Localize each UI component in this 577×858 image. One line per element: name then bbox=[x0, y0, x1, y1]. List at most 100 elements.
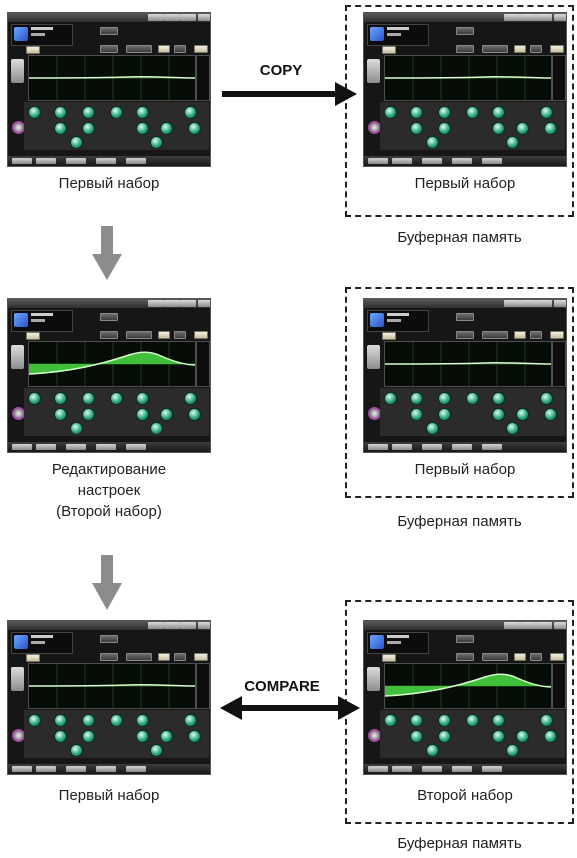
eq-knob bbox=[426, 744, 439, 757]
eq-knob bbox=[54, 730, 67, 743]
caption-edit-line2: настроек bbox=[77, 482, 141, 499]
screen-bottom-button bbox=[126, 158, 146, 164]
eq-curve-line bbox=[385, 361, 551, 365]
screen-buffer-first-set-middle bbox=[363, 298, 567, 453]
level-meter bbox=[552, 663, 566, 709]
eq-type-button bbox=[100, 331, 118, 339]
eq-graph bbox=[28, 55, 196, 101]
eq-knob-area bbox=[24, 102, 209, 150]
eq-knob bbox=[136, 730, 149, 743]
eq-knob bbox=[184, 392, 197, 405]
eq-knob-area bbox=[380, 388, 565, 436]
eq-knob bbox=[82, 714, 95, 727]
eq-knob bbox=[82, 122, 95, 135]
eq-knob bbox=[136, 392, 149, 405]
eq-knob bbox=[150, 744, 163, 757]
caption-edit-line1: Редактирование bbox=[51, 461, 167, 478]
screen-bottom-button bbox=[392, 158, 412, 164]
eq-knob bbox=[160, 122, 173, 135]
screen-bottom-button bbox=[482, 158, 502, 164]
channel-name-box bbox=[11, 310, 73, 332]
eq-knob bbox=[492, 714, 505, 727]
screen-bottom-button bbox=[66, 444, 86, 450]
step-arrow-down-icon-1 bbox=[92, 226, 122, 280]
screen-top-button bbox=[180, 14, 196, 21]
copy-button bbox=[550, 653, 564, 661]
screen-top-bar bbox=[364, 299, 566, 308]
compare-label: COMPARE bbox=[244, 678, 320, 695]
screen-top-button bbox=[180, 622, 196, 629]
eq-curve-line bbox=[385, 75, 551, 79]
screen-bottom-bar bbox=[364, 156, 566, 166]
attenuator-strip bbox=[11, 345, 24, 369]
eq-knob bbox=[410, 730, 423, 743]
level-meter bbox=[196, 55, 210, 101]
screen-bottom-button bbox=[96, 444, 116, 450]
flat-button bbox=[482, 653, 508, 661]
flat-button bbox=[126, 653, 152, 661]
compare-button bbox=[514, 653, 526, 661]
screen-top-button bbox=[164, 300, 180, 307]
eq-knob bbox=[54, 408, 67, 421]
compare-button bbox=[158, 45, 170, 53]
channel-name-text bbox=[387, 313, 409, 316]
attenuator-strip bbox=[11, 59, 24, 83]
eq-curve-line bbox=[29, 683, 195, 687]
screen-top-button bbox=[504, 622, 520, 629]
eq-knob bbox=[492, 392, 505, 405]
channel-name-text bbox=[31, 27, 53, 30]
screen-top-button bbox=[164, 622, 180, 629]
attenuator-strip bbox=[11, 667, 24, 691]
eq-knob bbox=[70, 422, 83, 435]
eq-graph bbox=[384, 663, 552, 709]
eq-curve-svg bbox=[29, 664, 195, 708]
copy-button bbox=[194, 331, 208, 339]
copy-label: COPY bbox=[259, 62, 303, 79]
screen-bottom-button bbox=[422, 766, 442, 772]
eq-knob-area bbox=[24, 388, 209, 436]
eq-knob bbox=[136, 122, 149, 135]
recall-arrow-button bbox=[382, 332, 396, 340]
undo-button bbox=[174, 653, 186, 661]
eq-on-button bbox=[100, 27, 118, 35]
caption-buffer-memory-middle: Буферная память bbox=[397, 513, 522, 530]
compare-button bbox=[514, 331, 526, 339]
eq-knob bbox=[384, 392, 397, 405]
screen-top-bar bbox=[364, 621, 566, 630]
screen-bottom-button bbox=[452, 444, 472, 450]
screen-bottom-bar bbox=[8, 156, 210, 166]
screen-top-button bbox=[148, 14, 164, 21]
screen-bottom-button bbox=[368, 444, 388, 450]
microphone-icon bbox=[14, 313, 28, 327]
eq-curve-svg bbox=[385, 342, 551, 386]
eq-knob bbox=[516, 408, 529, 421]
undo-button bbox=[174, 331, 186, 339]
undo-button bbox=[530, 331, 542, 339]
compare-double-arrow-icon bbox=[220, 696, 360, 720]
eq-knob bbox=[28, 106, 41, 119]
screen-bottom-button bbox=[12, 444, 32, 450]
eq-knob bbox=[410, 106, 423, 119]
eq-knob bbox=[160, 408, 173, 421]
caption-second-set-buffer-bottom: Второй набор bbox=[417, 787, 513, 804]
eq-knob bbox=[410, 714, 423, 727]
eq-knob bbox=[516, 730, 529, 743]
screen-bottom-bar bbox=[8, 764, 210, 774]
channel-sub-text bbox=[31, 33, 45, 36]
eq-knob bbox=[384, 106, 397, 119]
eq-knob bbox=[438, 714, 451, 727]
attenuator-strip bbox=[367, 345, 380, 369]
compare-button bbox=[158, 331, 170, 339]
eq-knob bbox=[150, 422, 163, 435]
eq-knob bbox=[70, 136, 83, 149]
screen-top-button bbox=[180, 300, 196, 307]
eq-knob bbox=[110, 714, 123, 727]
eq-knob bbox=[438, 408, 451, 421]
step-arrow-down-icon-2 bbox=[92, 555, 122, 610]
eq-knob bbox=[466, 392, 479, 405]
flat-button bbox=[126, 331, 152, 339]
eq-curve-line bbox=[29, 351, 195, 375]
eq-knob-area bbox=[380, 710, 565, 758]
screen-top-bar bbox=[8, 299, 210, 308]
eq-knob bbox=[54, 392, 67, 405]
